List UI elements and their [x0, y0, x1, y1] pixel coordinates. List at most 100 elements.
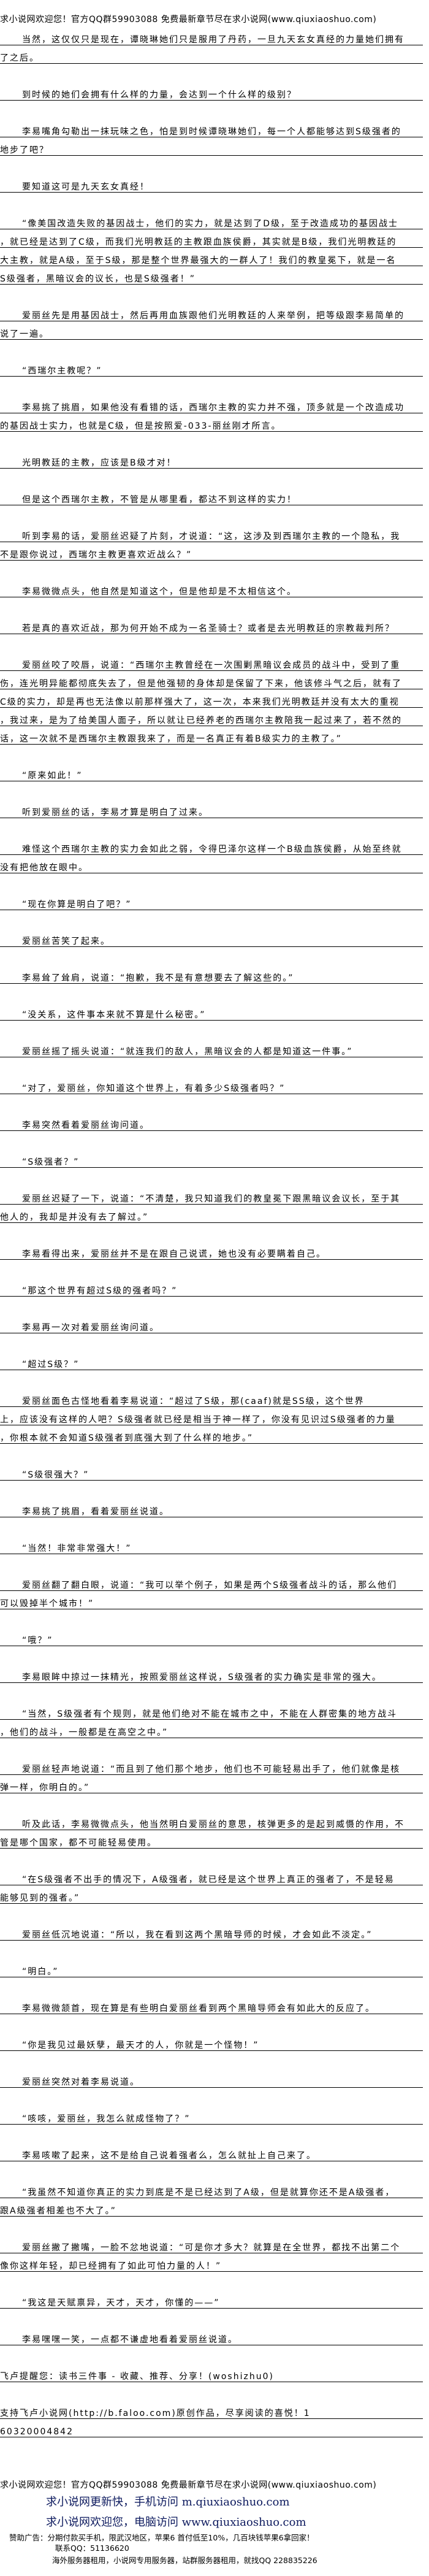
paragraph: 当然，这仅仅只是现在，谭晓琳她们只是服用了丹药，一旦九天玄女真经的力量她们拥有了… — [0, 27, 423, 64]
paragraph: “明白。” — [0, 1959, 423, 1977]
paragraph: 爱丽丝低沉地说道：“所以，我在看到这两个黑暗导师的时候，才会如此不淡定。” — [0, 1922, 423, 1941]
paragraph: “当然！非常非常强大！” — [0, 1536, 423, 1554]
promo-pc-link[interactable]: 求小说网欢迎您，电脑访问 www.qiuxiaoshuo.com — [46, 2516, 306, 2529]
paragraph: 爱丽丝摇了摇头说道：“就连我们的敌人，黑暗议会的人都是知道这一件事。” — [0, 1039, 423, 1057]
paragraph-line: “咳咳，爱丽丝，我怎么就成怪物了？” — [0, 2106, 423, 2125]
paragraph: “S级强者？” — [0, 1149, 423, 1168]
paragraph: “我虽然不知道你真正的实力到底是不是已经达到了A级，但是就算你还不是A级强者，跟… — [0, 2180, 423, 2217]
paragraph-line: 李易看得出来，爱丽丝并不是在跟自己说谎，她也没有必要瞒着自己。 — [0, 1241, 423, 1260]
paragraph: 爱丽丝咬了咬唇，说道：“西瑞尔主教曾经在一次围剿黑暗议会成员的战斗中，受到了重伤… — [0, 653, 423, 745]
paragraph-line: 没有把他放在眼中。 — [0, 855, 423, 873]
paragraph-line: 李易咳嗽了起来，这不是给自己说着强者么，怎么就扯上自己来了。 — [0, 2143, 423, 2161]
paragraph: 李易挑了挑眉，如果他没有看错的话，西瑞尔主教的实力并不强，顶多就是一个改造成功的… — [0, 395, 423, 432]
paragraph: “对了，爱丽丝，你知道这个世界上，有着多少S级强者吗？” — [0, 1076, 423, 1094]
paragraph: 要知道这可是九天玄女真经！ — [0, 174, 423, 193]
paragraph-line: 爱丽丝面色古怪地看着李易说道：“超过了S级，那(caaf)就是SS级，这个世界 — [0, 1389, 423, 1407]
support-note: 支持飞卢小说网(http://b.faloo.com)原创作品，尽享阅读的喜悦！… — [0, 2401, 423, 2419]
paragraph-line: 李易嘴角勾勒出一抹玩味之色，怕是到时候谭晓琳她们，每一个人都能够达到S级强者的 — [0, 119, 423, 137]
paragraph-line: 弹一样，你明白的。” — [0, 1775, 423, 1793]
paragraph-line: 爱丽丝迟疑了一下，说道：“不清楚，我只知道我们的教皇冕下跟黑暗议会议长，至于其 — [0, 1186, 423, 1205]
footer-notes: 飞卢提醒您：读书三件事 - 收藏、推荐、分享！(woshizhu0) 支持飞卢小… — [0, 2364, 423, 2437]
paragraph: “原来如此！” — [0, 763, 423, 781]
paragraph-line: 爱丽丝咬了咬唇，说道：“西瑞尔主教曾经在一次围剿黑暗议会成员的战斗中，受到了重 — [0, 653, 423, 671]
paragraph: “我这是天赋禀异，天才，天才，你懂的——” — [0, 2290, 423, 2309]
paragraph-line: 李易挑了挑眉，看着爱丽丝说道。 — [0, 1499, 423, 1517]
paragraph-line: “当然，S级强者有个规则，就是他们绝对不能在城市之中，不能在人群密集的地方战斗 — [0, 1701, 423, 1720]
paragraph-line: 爱丽丝摇了摇头说道：“就连我们的敌人，黑暗议会的人都是知道这一件事。” — [0, 1039, 423, 1057]
promo-mobile-link[interactable]: 求小说网更新快，手机访问 m.qiuxiaoshuo.com — [46, 2496, 290, 2509]
paragraph-line: ，他们的战斗，一般都是在高空之中。” — [0, 1720, 423, 1738]
ad-contact-qq: 联系QQ：51136620 — [55, 2543, 129, 2553]
paragraph-line: 李易眼眸中掠过一抹精光，按照爱丽丝这样说，S级强者的实力确实是非常的强大。 — [0, 1665, 423, 1683]
paragraph-line: “像美国改造失败的基因战士，他们的实力，就是达到了D级，至于改造成功的基因战士 — [0, 211, 423, 229]
paragraph-line: 李易挑了挑眉，如果他没有看错的话，西瑞尔主教的实力并不强，顶多就是一个改造成功 — [0, 395, 423, 413]
paragraph-line: 李易再一次对着爱丽丝询问道。 — [0, 1315, 423, 1333]
paragraph: 李易嘴角勾勒出一抹玩味之色，怕是到时候谭晓琳她们，每一个人都能够达到S级强者的地… — [0, 119, 423, 156]
paragraph: 李易微微颔首，现在算是有些明白爱丽丝看到两个黑暗导师会有如此大的反应了。 — [0, 1996, 423, 2014]
paragraph: 李易微微点头，他自然是知道这个，但是他却是不太相信这个。 — [0, 579, 423, 597]
paragraph: 爱丽丝撇了撇嘴，一脸不忿地说道：“可是你才多大？就算是在全世界，都找不出第二个像… — [0, 2235, 423, 2272]
paragraph: 爱丽丝突然对着李易说道。 — [0, 2069, 423, 2088]
paragraph-line: S级强者，黑暗议会的议长，也是S级强者！” — [0, 266, 423, 285]
paragraph: “现在你算是明白了吧？” — [0, 892, 423, 910]
ad-phone-installment[interactable]: 赞助广告：分期付款买手机，限武汉地区，苹果6 首付低至10%，几百块钱苹果6拿回… — [9, 2533, 314, 2542]
paragraph: “在S级强者不出手的情况下，A级强者，就已经是这个世界上真正的强者了，不是轻易能… — [0, 1867, 423, 1904]
paragraph-line: 地步了吧？ — [0, 137, 423, 156]
paragraph-line: 当然，这仅仅只是现在，谭晓琳她们只是服用了丹药，一旦九天玄女真经的力量她们拥有 — [0, 27, 423, 45]
paragraph-line: 李易微微点头，他自然是知道这个，但是他却是不太相信这个。 — [0, 579, 423, 597]
paragraph: “那这个世界有超过S级的强者吗？” — [0, 1278, 423, 1297]
paragraph: 但是这个西瑞尔主教，不管是从哪里看，都达不到这样的实力！ — [0, 487, 423, 505]
paragraph-line: “当然！非常非常强大！” — [0, 1536, 423, 1554]
paragraph-line: 爱丽丝突然对着李易说道。 — [0, 2069, 423, 2088]
paragraph: “你是我见过最妖孽，最天才的人，你就是一个怪物！” — [0, 2033, 423, 2051]
paragraph: 爱丽丝翻了翻白眼，说道：“我可以举个例子，如果是两个S级强者战斗的话，那么他们可… — [0, 1573, 423, 1609]
paragraph-line: 但是这个西瑞尔主教，不管是从哪里看，都达不到这样的实力！ — [0, 487, 423, 505]
read-reminder: 飞卢提醒您：读书三件事 - 收藏、推荐、分享！(woshizhu0) — [0, 2364, 423, 2382]
paragraph-line: 大主教，就是A级，至于S级，那是整个世界最强大的一群人了！我们的教皇冕下，就是一… — [0, 248, 423, 266]
paragraph: 光明教廷的主教，应该是B级才对！ — [0, 450, 423, 469]
paragraph-line: 像你这样年轻，却已经拥有了如此可怕力量的人！” — [0, 2253, 423, 2272]
paragraph: “哦？” — [0, 1628, 423, 1646]
paragraph-line: 管是哪个国家，都不可能轻易使用。 — [0, 1830, 423, 1849]
paragraph-line: ，就已经是达到了C级，而我们光明教廷的主教跟血族侯爵，其实就是B级，我们光明教廷… — [0, 229, 423, 248]
paragraph-line: C级的实力，却是再也无法像以前那样强大了，这一次，本来我们光明教廷并没有太大的重… — [0, 689, 423, 708]
paragraph-line: 爱丽丝先是用基因战士，然后再用血族跟他们光明教廷的人来举例，把等级跟李易简单的 — [0, 303, 423, 321]
paragraph-line: 他人的，我却是并没有去了解过。” — [0, 1205, 423, 1223]
paragraph: “西瑞尔主教呢？” — [0, 358, 423, 377]
paragraph: “咳咳，爱丽丝，我怎么就成怪物了？” — [0, 2106, 423, 2125]
paragraph-line: “西瑞尔主教呢？” — [0, 358, 423, 377]
paragraph: 爱丽丝迟疑了一下，说道：“不清楚，我只知道我们的教皇冕下跟黑暗议会议长，至于其他… — [0, 1186, 423, 1223]
paragraph-line: 听及此话，李易微微点头，他当然明白爱丽丝的意思，核弹更多的是起到威慑的作用，不 — [0, 1812, 423, 1830]
paragraph-line: “对了，爱丽丝，你知道这个世界上，有着多少S级强者吗？” — [0, 1076, 423, 1094]
paragraph-line: 李易突然看着爱丽丝询问道。 — [0, 1113, 423, 1131]
paragraph-line: “那这个世界有超过S级的强者吗？” — [0, 1278, 423, 1297]
paragraph-line: “原来如此！” — [0, 763, 423, 781]
paragraph-line: 话，这一次就不是西瑞尔主教跟我来了，而是一名真正有着B级实力的主教了。” — [0, 726, 423, 745]
paragraph-line: 不是跟你说过，西瑞尔主教更喜欢近战么？” — [0, 542, 423, 561]
paragraph-line: 说了一遍。 — [0, 321, 423, 340]
paragraph-line: 爱丽丝低沉地说道：“所以，我在看到这两个黑暗导师的时候，才会如此不淡定。” — [0, 1922, 423, 1941]
ad-server-rental[interactable]: 海外服务器租用，小说网专用服务器，站群服务器租用，就找QQ 228835226 — [52, 2556, 317, 2565]
paragraph-line: 的基因战士实力，也就是C级，但是按照爱-033-丽丝刚才所言。 — [0, 413, 423, 432]
paragraph: 李易看得出来，爱丽丝并不是在跟自己说谎，她也没有必要瞒着自己。 — [0, 1241, 423, 1260]
paragraph: 李易挑了挑眉，看着爱丽丝说道。 — [0, 1499, 423, 1517]
paragraph-line: “没关系，这件事本来就不算是什么秘密。” — [0, 1002, 423, 1021]
paragraph: 听到李易的话，爱丽丝迟疑了片刻，才说道：“这，这涉及到西瑞尔主教的一个隐私，我不… — [0, 524, 423, 561]
paragraph-line: ，你根本就不会知道S级强者到底强大到了什么样的地步。” — [0, 1425, 423, 1444]
paragraph-line: 难怪这个西瑞尔主教的实力会如此之弱，令得巴泽尔这样一个B级血族侯爵，从始至终就 — [0, 837, 423, 855]
paragraph-line: 要知道这可是九天玄女真经！ — [0, 174, 423, 193]
paragraph: 听到爱丽丝的话，李易才算是明白了过来。 — [0, 800, 423, 818]
paragraph: 听及此话，李易微微点头，他当然明白爱丽丝的意思，核弹更多的是起到威慑的作用，不管… — [0, 1812, 423, 1849]
paragraph-line: “S级很强大？” — [0, 1462, 423, 1481]
paragraph: 若是真的喜欢近战，那为何开始不成为一名圣骑士？或者是去光明教廷的宗教裁判所？ — [0, 616, 423, 634]
paragraph-line: “现在你算是明白了吧？” — [0, 892, 423, 910]
paragraph: “S级很强大？” — [0, 1462, 423, 1481]
paragraph: 李易再一次对着爱丽丝询问道。 — [0, 1315, 423, 1333]
paragraph: 李易耸了耸肩，说道：“抱歉，我不是有意想要去了解这些的。” — [0, 965, 423, 984]
paragraph-line: “S级强者？” — [0, 1149, 423, 1168]
paragraph: 李易嘿嘿一笑，一点都不谦虚地看着爱丽丝说道。 — [0, 2327, 423, 2345]
paragraph-line: “在S级强者不出手的情况下，A级强者，就已经是这个世界上真正的强者了，不是轻易 — [0, 1867, 423, 1885]
paragraph-line: 爱丽丝轻声地说道：“而且到了他们那个地步，他们也不可能轻易出手了，他们就像是核 — [0, 1757, 423, 1775]
paragraph-line: 李易嘿嘿一笑，一点都不谦虚地看着爱丽丝说道。 — [0, 2327, 423, 2345]
spacer — [0, 2382, 423, 2401]
